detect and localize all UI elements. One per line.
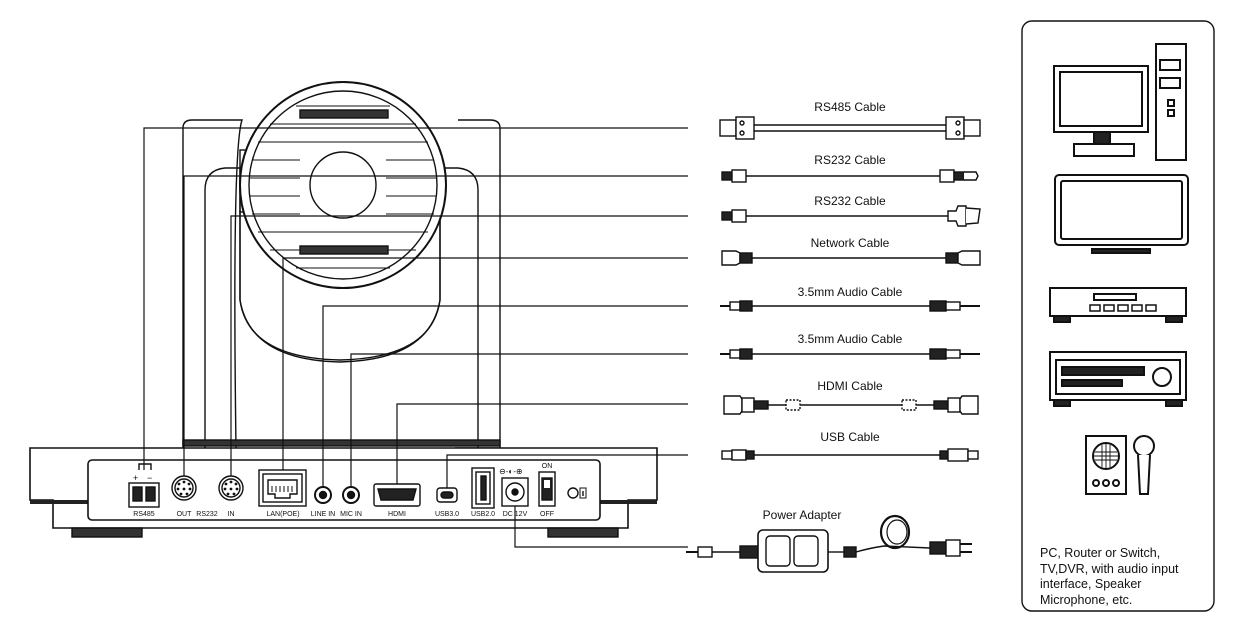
camera-illustration xyxy=(29,81,658,538)
cable-label-audio-1: 3.5mm Audio Cable xyxy=(798,285,903,299)
line-in-label: LINE IN xyxy=(311,511,336,518)
rs485-label: RS485 xyxy=(133,511,155,518)
speaker-icon xyxy=(1085,435,1127,495)
hdmi-label: HDMI xyxy=(388,511,406,518)
rs232-label: RS232 xyxy=(196,511,218,518)
cable-label-audio-2: 3.5mm Audio Cable xyxy=(798,332,903,346)
devices-description: PC, Router or Switch, TV,DVR, with audio… xyxy=(1040,546,1230,608)
camera-yoke xyxy=(204,167,479,448)
camera-head-shell xyxy=(239,210,441,361)
usb-cable xyxy=(721,448,979,462)
line-rs232-out xyxy=(183,175,688,476)
line-mic-in xyxy=(350,353,688,487)
rs485-minus-sign: − xyxy=(147,473,152,483)
line-usb xyxy=(446,454,688,488)
cable-label-hdmi: HDMI Cable xyxy=(817,379,883,393)
line-in-jack[interactable] xyxy=(314,486,332,504)
camera-foot-right xyxy=(547,527,619,538)
microphone-icon xyxy=(1133,435,1155,495)
pc-icon xyxy=(1053,43,1187,161)
line-power xyxy=(514,506,688,548)
camera-base-strip xyxy=(182,439,501,447)
description-line-1: PC, Router or Switch, xyxy=(1040,546,1161,560)
camera-foot-left xyxy=(71,527,143,538)
line-lan xyxy=(282,257,688,470)
power-adapter xyxy=(686,514,972,573)
hdmi-port[interactable] xyxy=(373,483,421,507)
audio-cable-2 xyxy=(720,348,980,360)
camera-lens-center xyxy=(309,151,377,219)
mic-in-label: MIC IN xyxy=(340,511,362,518)
dc-polarity-icon: ⊖-◐-⊕ xyxy=(499,467,523,476)
camera-ports: + − xyxy=(128,463,587,509)
rs232-out-port[interactable] xyxy=(171,475,197,501)
cable-label-usb: USB Cable xyxy=(820,430,880,444)
line-rs485 xyxy=(143,127,688,470)
description-line-3: interface, Speaker xyxy=(1040,577,1142,591)
camera-lens-top-clip xyxy=(299,109,389,119)
usb3-label: USB3.0 xyxy=(435,511,459,518)
description-line-4: Microphone, etc. xyxy=(1040,592,1133,607)
audio-cable-1 xyxy=(720,300,980,312)
rs232-out-label: OUT xyxy=(177,511,193,518)
usb3-type-c-port[interactable] xyxy=(436,487,458,503)
rs232-in-label: IN xyxy=(228,511,235,518)
camera-lens-bottom-clip xyxy=(299,245,389,255)
rs485-port[interactable]: + − xyxy=(128,463,160,508)
camera-lens-inner-ring xyxy=(248,90,438,280)
lan-poe-label: LAN(POE) xyxy=(266,511,299,518)
line-rs232-in xyxy=(230,215,688,476)
switch-on-label: ON xyxy=(542,463,553,470)
cable-label-rs232-1: RS232 Cable xyxy=(814,153,886,167)
line-line-in xyxy=(322,305,688,487)
power-adapter-label: Power Adapter xyxy=(763,508,842,522)
dvr-icon xyxy=(1049,287,1187,323)
line-hdmi xyxy=(396,403,688,484)
rs232-cable xyxy=(721,169,979,183)
hdmi-cable xyxy=(723,395,979,415)
cable-label-rs485: RS485 Cable xyxy=(814,100,886,114)
camera-left-arm xyxy=(182,119,243,449)
description-line-2: TV,DVR, with audio input xyxy=(1040,561,1179,576)
usb2-label: USB2.0 xyxy=(471,511,495,518)
cable-label-network: Network Cable xyxy=(811,236,890,250)
cable-label-rs232-2: RS232 Cable xyxy=(814,194,886,208)
tv-icon xyxy=(1054,174,1189,254)
switch-off-label: OFF xyxy=(540,511,554,518)
rs485-cable xyxy=(719,116,981,140)
connector-lines xyxy=(143,127,688,548)
rs485-plus-sign: + xyxy=(133,473,138,483)
kensington-lock-icon xyxy=(567,487,587,499)
rs232-db9-cable xyxy=(721,205,981,227)
cable-list xyxy=(686,116,981,573)
lan-poe-port[interactable] xyxy=(258,469,307,507)
rs232-in-port[interactable] xyxy=(218,475,244,501)
network-cable xyxy=(721,250,981,266)
usb2-port[interactable] xyxy=(471,467,495,509)
mic-in-jack[interactable] xyxy=(342,486,360,504)
receiver-icon xyxy=(1049,351,1187,407)
power-switch[interactable] xyxy=(538,471,556,507)
